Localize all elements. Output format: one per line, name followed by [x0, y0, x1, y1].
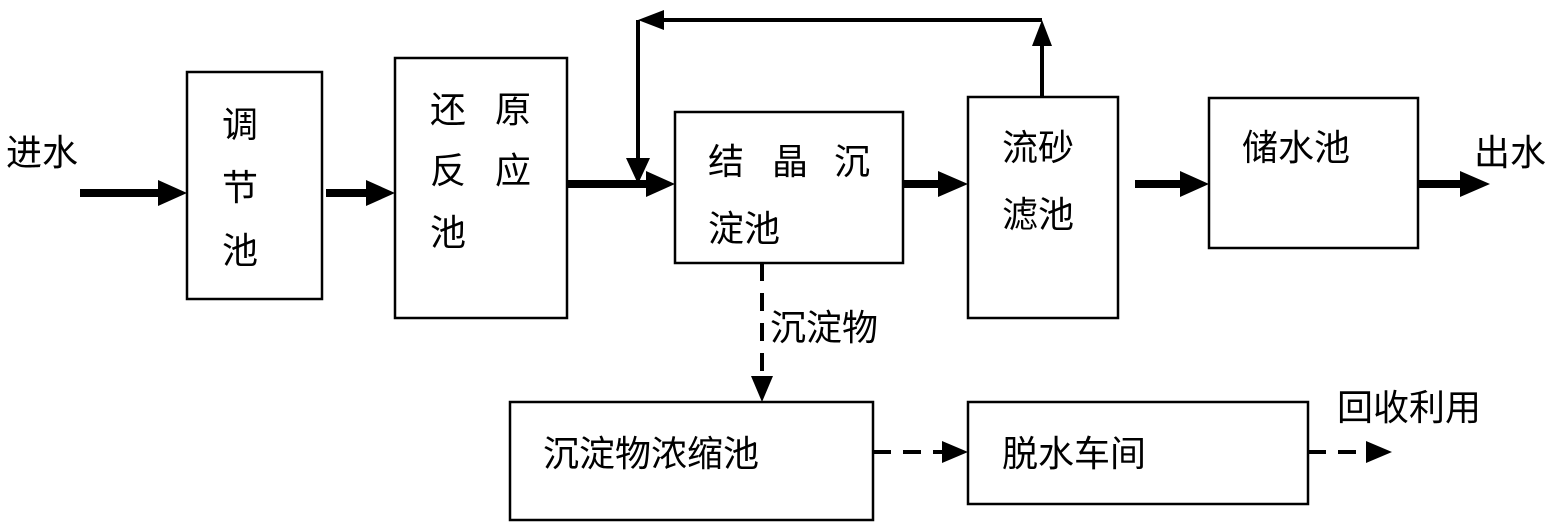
node-crystallization-tank: 结 晶 沉 淀池 [673, 110, 905, 265]
outflow-label: 出水 [1474, 133, 1546, 174]
crystallization-tank-char-2: 晶 [772, 142, 808, 183]
reduction-tank-char-1: 还 [430, 90, 466, 131]
dewatering-box [966, 400, 1310, 506]
crystallization-tank-line-2: 淀池 [708, 209, 780, 250]
reduction-tank-char-4: 应 [495, 151, 531, 192]
dewatering-label: 脱水车间 [1002, 434, 1146, 475]
crystallization-tank-char-1: 结 [708, 142, 744, 183]
sand-filter-line-1: 流砂 [1002, 128, 1074, 169]
sand-filter-line-2: 滤池 [1002, 195, 1074, 236]
arrow-sediment-down [751, 263, 773, 402]
node-reduction-tank: 还 原 反 应 池 [393, 56, 569, 320]
adjust-tank-char-3: 池 [222, 231, 258, 272]
arrow-inflow-to-adjust [80, 180, 187, 206]
arrow-dewatering-to-recycle [1308, 441, 1392, 463]
adjust-tank-box [185, 70, 324, 301]
node-thickener: 沉淀物浓缩池 [508, 400, 875, 522]
node-adjust-tank: 调 节 池 [185, 70, 324, 301]
adjust-tank-char-1: 调 [222, 105, 258, 146]
thickener-box [508, 400, 875, 522]
reduction-tank-char-3: 反 [430, 151, 466, 192]
crystallization-tank-char-3: 沉 [834, 142, 870, 183]
crystallization-tank-box [673, 110, 905, 265]
adjust-tank-char-2: 节 [222, 168, 258, 209]
inflow-label: 进水 [6, 133, 78, 174]
arrow-storage-to-outflow [1418, 171, 1490, 197]
sediment-label: 沉淀物 [770, 308, 878, 349]
arrow-recirculation-loop [626, 10, 1052, 184]
node-sand-filter: 流砂 滤池 [966, 95, 1120, 320]
storage-tank-label: 储水池 [1242, 128, 1350, 169]
reduction-tank-box [393, 56, 569, 320]
node-storage-tank: 储水池 [1207, 96, 1420, 250]
storage-tank-box [1207, 96, 1420, 250]
arrow-reduction-to-crystallization [568, 171, 675, 197]
arrow-crystallization-to-sand-filter [903, 171, 968, 197]
reduction-tank-char-2: 原 [495, 90, 531, 131]
thickener-label: 沉淀物浓缩池 [543, 434, 759, 475]
reduction-tank-char-5: 池 [430, 213, 466, 254]
recycle-label: 回收利用 [1337, 388, 1481, 429]
node-dewatering: 脱水车间 [966, 400, 1310, 506]
arrow-adjust-to-reduction [326, 180, 395, 206]
arrow-thickener-to-dewatering [873, 441, 968, 463]
arrow-sand-filter-to-storage [1135, 171, 1209, 197]
